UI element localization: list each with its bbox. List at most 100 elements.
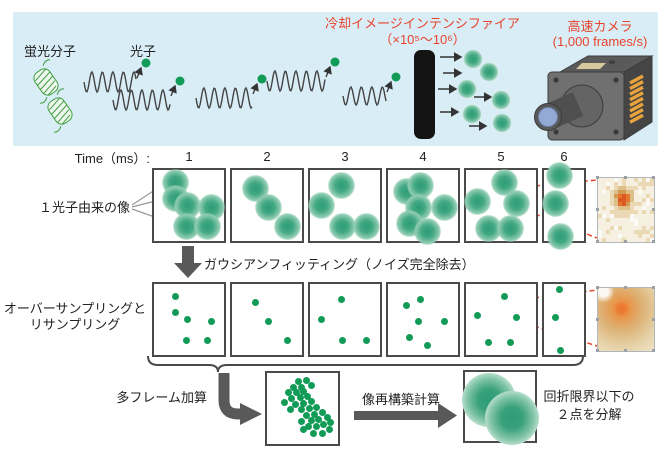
single-photon-image-label: １光子由来の像 xyxy=(38,200,130,215)
cluster-dot xyxy=(311,410,319,418)
emission-arrow xyxy=(134,66,143,79)
frame-box-fitted xyxy=(464,282,538,357)
cluster-dot xyxy=(327,419,335,427)
frame-box-fitted xyxy=(386,282,460,357)
fitted-point-dot xyxy=(555,286,563,294)
camera-label-line2: (1,000 frames/s) xyxy=(552,34,648,49)
photon-dot xyxy=(330,57,340,67)
cluster-dot xyxy=(297,406,305,414)
frame-number: 1 xyxy=(185,149,193,164)
oversampling-label-line1: オーバーサンプリングと xyxy=(3,301,147,316)
cluster-dot xyxy=(304,423,312,431)
photon-spot-blob xyxy=(541,189,569,217)
inset-handle xyxy=(624,286,627,289)
cluster-dot xyxy=(308,397,316,405)
fitted-point-dot xyxy=(184,316,192,323)
fitted-point-dot xyxy=(551,313,559,321)
cluster-dot xyxy=(286,406,294,414)
photon-spot-blob xyxy=(545,162,573,190)
inset-handle xyxy=(624,240,627,243)
fluorescent-molecule-icon xyxy=(33,59,73,133)
fitted-point-dot xyxy=(402,301,410,309)
amplified-photon-blob xyxy=(476,59,502,85)
resolved-point-blob xyxy=(484,390,539,445)
cluster-dot xyxy=(318,408,326,416)
cluster-dot xyxy=(284,389,292,397)
frame-box-raw xyxy=(464,168,538,243)
fitted-gaussian-zoom-inset xyxy=(596,286,655,352)
light-wave xyxy=(112,88,171,112)
cluster-dot xyxy=(323,413,331,421)
emission-arrow xyxy=(250,82,259,95)
fitted-point-dot xyxy=(172,308,180,316)
photon-dot xyxy=(141,58,151,68)
fitted-point-dot xyxy=(207,318,215,326)
inset-handle xyxy=(652,349,655,352)
frame-box-raw xyxy=(230,168,304,243)
cluster-dot xyxy=(295,378,303,386)
inset-handle xyxy=(596,286,599,289)
amplified-photon-blob xyxy=(488,87,514,113)
light-wave xyxy=(342,85,387,107)
photon-spot-blob xyxy=(502,189,530,217)
light-wave xyxy=(195,86,253,110)
image-intensifier-plate xyxy=(414,50,435,139)
light-wave xyxy=(266,69,326,93)
fitted-point-dot xyxy=(251,298,259,306)
photon-spot-blob xyxy=(352,213,380,241)
cluster-dot xyxy=(313,422,321,430)
photon-dot xyxy=(175,76,185,86)
cluster-dot xyxy=(297,417,305,425)
cluster-dot xyxy=(297,383,305,391)
cluster-dot xyxy=(290,383,298,391)
camera-label-line1: 高速カメラ xyxy=(567,19,633,34)
fluorescent-molecule-label: 蛍光分子 xyxy=(24,44,77,59)
inset-handle xyxy=(652,176,655,179)
bent-arrow xyxy=(218,373,262,425)
cluster-dot xyxy=(306,405,314,412)
amplified-photon-blob xyxy=(459,101,485,127)
inset-handle xyxy=(652,240,655,243)
fitted-point-dot xyxy=(339,337,347,345)
raw-pixel-zoom-inset xyxy=(596,176,655,243)
frame-number: 5 xyxy=(497,149,505,164)
fitted-point-dot xyxy=(406,334,414,342)
photon-spot-blob xyxy=(329,213,357,241)
inset-handle xyxy=(596,317,599,321)
light-wave xyxy=(83,70,137,94)
cluster-dot xyxy=(309,429,317,437)
down-arrow xyxy=(174,246,202,278)
fitted-point-dot xyxy=(424,341,432,349)
fitted-point-dot xyxy=(182,337,190,345)
cluster-dot xyxy=(307,382,315,390)
inset-handle xyxy=(624,349,627,352)
fitted-point-dot xyxy=(171,293,179,301)
cluster-dot xyxy=(315,415,323,423)
emission-arrow xyxy=(384,80,393,93)
frame-number: 6 xyxy=(560,149,568,164)
cluster-dot xyxy=(291,400,299,408)
inset-handle xyxy=(652,317,655,321)
inset-handle xyxy=(596,240,599,243)
inset-handle xyxy=(624,176,627,179)
brace-under-frames xyxy=(147,355,584,373)
cluster-dot xyxy=(325,426,333,434)
fitted-point-dot xyxy=(440,318,448,326)
frame-box-fitted xyxy=(308,282,382,357)
frame-number: 4 xyxy=(419,149,427,164)
intensifier-output xyxy=(438,46,515,136)
photon-spot-blob xyxy=(464,188,492,216)
cluster-dot xyxy=(281,399,289,407)
photon-spot-blob xyxy=(328,172,355,200)
fitted-point-dot xyxy=(557,347,565,355)
frame-box-fitted xyxy=(542,282,586,357)
fitted-point-dot xyxy=(415,318,423,326)
cluster-dot xyxy=(307,417,315,425)
frame-box-fitted xyxy=(152,282,226,357)
inset-handle xyxy=(596,349,599,352)
fitted-point-dot xyxy=(417,296,425,304)
photon-dot xyxy=(257,74,267,84)
inset-handle xyxy=(652,208,655,211)
